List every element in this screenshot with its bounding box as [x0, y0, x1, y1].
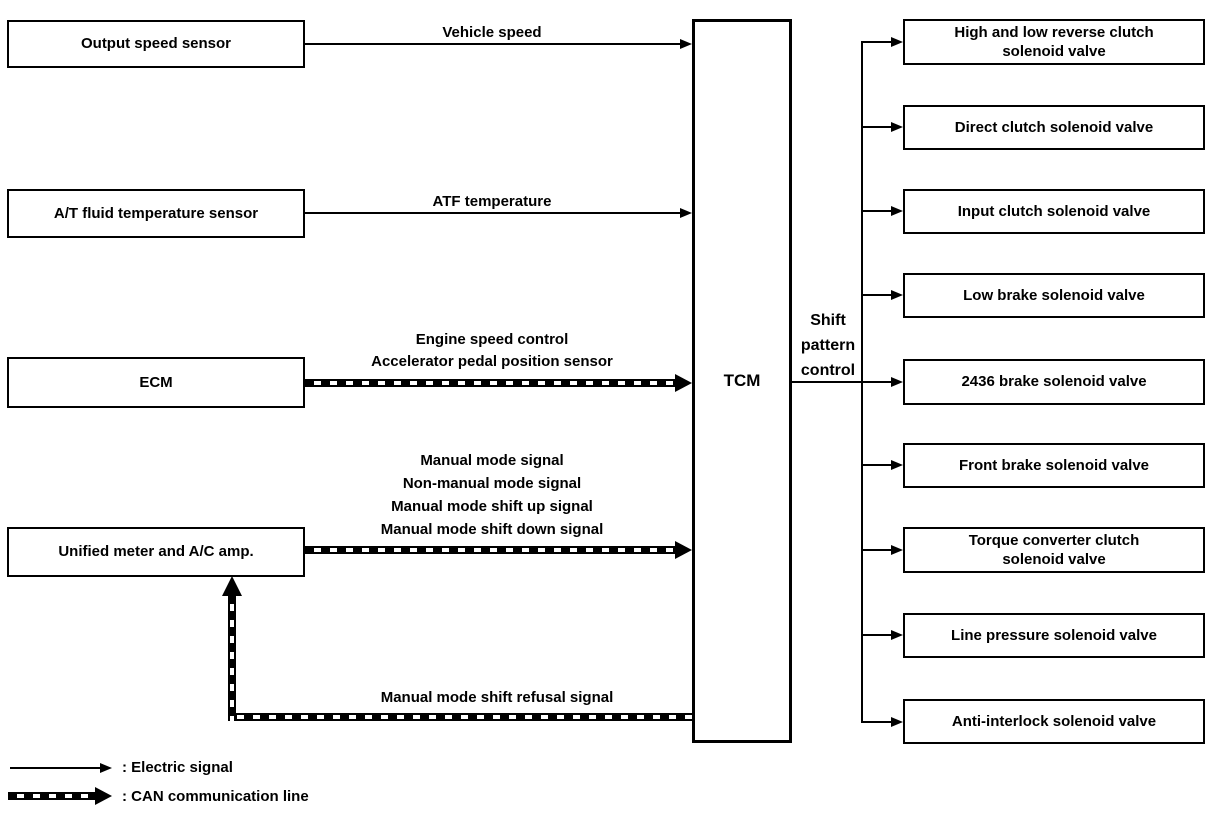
output-box-label: 2436 brake solenoid valve: [961, 373, 1147, 391]
branch-arrowhead-8-icon: [891, 630, 903, 640]
output-box-direct-clutch-solenoid: Direct clutch solenoid valve: [903, 105, 1205, 150]
input-box-label: ECM: [139, 373, 173, 391]
branch-line-4: [861, 294, 893, 296]
output-box-label: Low brake solenoid valve: [963, 286, 1145, 304]
tcm-label: TCM: [723, 370, 761, 390]
output-box-label: High and low reverse clutch solenoid val…: [954, 23, 1154, 61]
output-box-label: Torque converter clutch solenoid valve: [968, 531, 1140, 569]
refusal-can-arrowhead-icon: [222, 576, 242, 596]
branch-arrowhead-4-icon: [891, 290, 903, 300]
input-box-ecm: ECM: [7, 357, 305, 408]
output-box-torque-converter-clutch-solenoid: Torque converter clutch solenoid valve: [903, 527, 1205, 573]
atf-temperature-line: [305, 212, 682, 214]
output-box-high-low-reverse-clutch-solenoid: High and low reverse clutch solenoid val…: [903, 19, 1205, 65]
legend-electric-arrowhead-icon: [100, 763, 112, 773]
vehicle-speed-arrowhead-icon: [680, 39, 692, 49]
branch-line-1: [861, 41, 893, 43]
refusal-signal-label: Manual mode shift refusal signal: [380, 689, 614, 706]
legend-can-arrowhead-icon: [95, 787, 112, 805]
input-box-label: A/T fluid temperature sensor: [53, 204, 259, 222]
meter-can-line: [305, 546, 676, 554]
output-box-line-pressure-solenoid: Line pressure solenoid valve: [903, 613, 1205, 658]
branch-line-2: [861, 126, 893, 128]
branch-line-9: [861, 721, 893, 723]
atf-temperature-arrowhead-icon: [680, 208, 692, 218]
shift-pattern-arrowhead-icon: [891, 377, 903, 387]
input-box-unified-meter-ac-amp: Unified meter and A/C amp.: [7, 527, 305, 577]
input-box-output-speed-sensor: Output speed sensor: [7, 20, 305, 68]
output-box-low-brake-solenoid: Low brake solenoid valve: [903, 273, 1205, 318]
output-box-label: Direct clutch solenoid valve: [954, 118, 1154, 136]
distribution-line: [861, 41, 863, 723]
ecm-can-signals-label: Engine speed control Accelerator pedal p…: [371, 331, 613, 370]
shift-pattern-line: [792, 381, 891, 383]
output-box-input-clutch-solenoid: Input clutch solenoid valve: [903, 189, 1205, 234]
branch-arrowhead-3-icon: [891, 206, 903, 216]
meter-can-arrowhead-icon: [675, 541, 692, 559]
branch-arrowhead-1-icon: [891, 37, 903, 47]
shift-pattern-control-label: Shift pattern control: [800, 312, 856, 379]
output-box-label: Anti-interlock solenoid valve: [951, 712, 1157, 730]
ecm-can-arrowhead-icon: [675, 374, 692, 392]
refusal-can-line-horizontal: [228, 713, 692, 721]
vehicle-speed-line: [305, 43, 682, 45]
branch-line-6: [861, 464, 893, 466]
meter-can-signals-label: Manual mode signal Non-manual mode signa…: [380, 452, 604, 538]
legend-electric-line: [10, 767, 102, 769]
output-box-2436-brake-solenoid: 2436 brake solenoid valve: [903, 359, 1205, 405]
branch-line-8: [861, 634, 893, 636]
branch-arrowhead-7-icon: [891, 545, 903, 555]
input-box-at-fluid-temperature-sensor: A/T fluid temperature sensor: [7, 189, 305, 238]
tcm-box: TCM: [692, 19, 792, 743]
input-box-label: Output speed sensor: [80, 35, 232, 53]
input-box-label: Unified meter and A/C amp.: [58, 543, 254, 561]
vehicle-speed-label: Vehicle speed: [442, 24, 542, 41]
output-box-label: Front brake solenoid valve: [958, 456, 1150, 474]
refusal-can-line-vertical: [228, 595, 236, 721]
branch-line-3: [861, 210, 893, 212]
output-box-front-brake-solenoid: Front brake solenoid valve: [903, 443, 1205, 488]
atf-temperature-label: ATF temperature: [432, 193, 552, 210]
branch-line-7: [861, 549, 893, 551]
output-box-label: Line pressure solenoid valve: [951, 626, 1157, 644]
output-box-label: Input clutch solenoid valve: [957, 202, 1151, 220]
branch-arrowhead-2-icon: [891, 122, 903, 132]
branch-arrowhead-6-icon: [891, 460, 903, 470]
branch-arrowhead-9-icon: [891, 717, 903, 727]
ecm-can-line: [305, 379, 676, 387]
legend-can-label: : CAN communication line: [122, 788, 309, 805]
output-box-anti-interlock-solenoid: Anti-interlock solenoid valve: [903, 699, 1205, 744]
legend-electric-label: : Electric signal: [122, 759, 233, 776]
legend-can-line: [8, 792, 96, 800]
